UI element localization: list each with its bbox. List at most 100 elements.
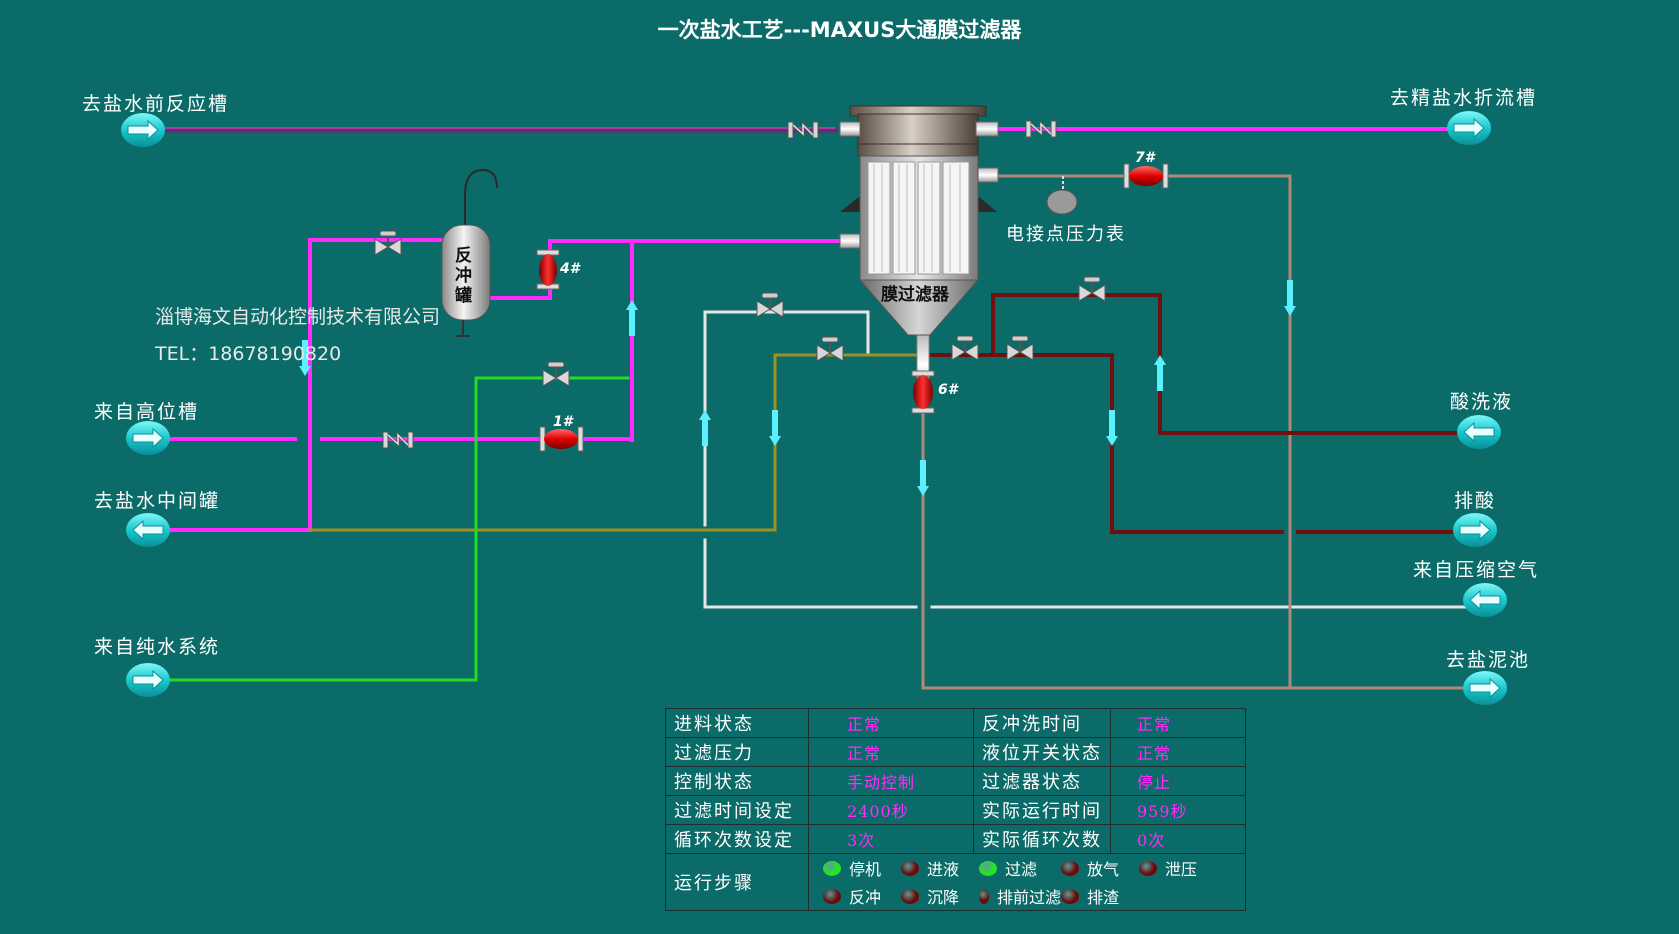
table-row: 循环次数设定 3次 实际循环次数 0次	[665, 824, 1246, 854]
status-value: 停止	[1110, 766, 1246, 796]
status-lamp-icon	[979, 888, 989, 904]
flow-up-icon	[699, 410, 711, 446]
manual-valve-icon[interactable]	[816, 336, 844, 362]
step-indicator: 进液	[901, 856, 979, 880]
status-value: 正常	[1110, 737, 1246, 767]
step-label: 泄压	[1165, 860, 1198, 879]
membrane-filter[interactable]	[839, 105, 999, 336]
manual-valve-icon[interactable]	[1078, 276, 1106, 302]
table-row: 运行步骤 停机 进液 过滤 放气 泄压反冲 沉降 排前过滤 排渣	[665, 853, 1246, 911]
check-valve-icon[interactable]	[382, 430, 414, 450]
backwash-tank-label: 反冲罐	[455, 246, 472, 306]
status-value: 3次	[808, 824, 974, 854]
backwash-tank[interactable]	[441, 168, 498, 337]
auto-valve-6[interactable]	[911, 370, 935, 414]
endpoint-out-acid-drain-icon[interactable]	[1452, 512, 1498, 548]
step-label: 过滤	[1005, 860, 1038, 879]
auto-valve-7[interactable]	[1123, 163, 1169, 189]
valve-tag-7: 7#	[1135, 150, 1155, 166]
label-reaction-tank: 去盐水前反应槽	[82, 93, 230, 115]
step-indicator: 排渣	[1061, 884, 1139, 908]
table-row: 过滤时间设定 2400秒 实际运行时间 959秒	[665, 795, 1246, 825]
pipe-network	[162, 127, 1472, 690]
valve-tag-1: 1#	[553, 414, 573, 430]
step-indicator: 过滤	[979, 856, 1061, 880]
status-label: 进料状态	[665, 708, 809, 738]
step-indicator: 放气	[1061, 856, 1139, 880]
valve-tag-6: 6#	[938, 382, 958, 398]
flow-down-icon	[769, 410, 781, 446]
status-label: 循环次数设定	[665, 824, 809, 854]
status-value: 正常	[1110, 708, 1246, 738]
label-compressed-air: 来自压缩空气	[1413, 559, 1540, 581]
endpoint-in-high-tank-icon[interactable]	[125, 420, 171, 456]
manual-valve-icon[interactable]	[374, 230, 402, 256]
status-value: 959秒	[1110, 795, 1246, 825]
status-table: 进料状态 正常 反冲洗时间 正常 过滤压力 正常 液位开关状态 正常 控制状态 …	[665, 708, 1246, 911]
status-lamp-icon	[1061, 888, 1079, 904]
status-label: 控制状态	[665, 766, 809, 796]
endpoint-out-middle-tank-icon[interactable]	[125, 512, 171, 548]
step-label: 沉降	[927, 888, 960, 907]
status-label: 过滤时间设定	[665, 795, 809, 825]
label-sludge-pool: 去盐泥池	[1446, 649, 1531, 671]
status-value: 2400秒	[808, 795, 974, 825]
status-value: 正常	[808, 737, 974, 767]
status-label: 过滤压力	[665, 737, 809, 767]
flow-down-icon	[1284, 280, 1296, 316]
endpoint-in-acid-wash-icon[interactable]	[1456, 414, 1502, 450]
table-row: 控制状态 手动控制 过滤器状态 停止	[665, 766, 1246, 796]
pressure-gauge[interactable]	[1046, 176, 1078, 215]
run-steps: 停机 进液 过滤 放气 泄压反冲 沉降 排前过滤 排渣	[823, 854, 1237, 910]
endpoint-arrows	[120, 110, 1508, 706]
auto-valve-4[interactable]	[536, 249, 560, 290]
valves	[374, 119, 1169, 452]
step-indicator: 沉降	[901, 884, 979, 908]
endpoint-out-fine-brine-icon[interactable]	[1446, 110, 1492, 146]
step-label: 进液	[927, 860, 960, 879]
label-acid-drain: 排酸	[1454, 490, 1497, 512]
flow-up-icon	[1154, 355, 1166, 391]
step-label: 放气	[1087, 860, 1120, 879]
step-indicator: 反冲	[823, 884, 901, 908]
status-lamp-icon	[901, 888, 919, 904]
status-lamp-icon	[979, 860, 997, 876]
check-valve-icon[interactable]	[787, 120, 819, 140]
label-middle-tank: 去盐水中间罐	[94, 490, 221, 512]
label-fine-brine: 去精盐水折流槽	[1390, 87, 1538, 109]
check-valve-icon[interactable]	[1025, 119, 1057, 139]
step-label: 排渣	[1087, 888, 1120, 907]
manual-valve-icon[interactable]	[542, 361, 570, 387]
filter-label: 膜过滤器	[881, 285, 949, 305]
flow-up-icon	[626, 300, 638, 336]
status-value: 正常	[808, 708, 974, 738]
endpoint-in-pure-water-icon[interactable]	[125, 662, 171, 698]
step-label: 停机	[849, 860, 882, 879]
page-title: 一次盐水工艺---MAXUS大通膜过滤器	[657, 18, 1022, 42]
step-indicator: 停机	[823, 856, 901, 880]
status-lamp-icon	[1061, 860, 1079, 876]
endpoint-out-sludge-pool-icon[interactable]	[1462, 670, 1508, 706]
endpoint-out-reaction-tank-icon[interactable]	[120, 112, 166, 148]
auto-valve-1[interactable]	[539, 426, 584, 452]
status-value: 0次	[1110, 824, 1246, 854]
status-lamp-icon	[823, 860, 841, 876]
table-row: 进料状态 正常 反冲洗时间 正常	[665, 708, 1246, 738]
status-lamp-icon	[1139, 860, 1157, 876]
step-indicator: 泄压	[1139, 856, 1209, 880]
label-pressure-gauge: 电接点压力表	[1006, 224, 1126, 245]
status-lamp-icon	[823, 888, 841, 904]
company-tel: TEL：18678190820	[155, 343, 342, 365]
status-label: 反冲洗时间	[973, 708, 1111, 738]
label-pure-water: 来自纯水系统	[94, 636, 221, 658]
company-name: 淄博海文自动化控制技术有限公司	[155, 306, 441, 328]
status-label: 液位开关状态	[973, 737, 1111, 767]
label-high-tank: 来自高位槽	[94, 401, 200, 423]
step-label: 反冲	[849, 888, 882, 907]
endpoint-in-compressed-air-icon[interactable]	[1462, 582, 1508, 618]
step-label: 排前过滤	[996, 888, 1061, 907]
table-row: 过滤压力 正常 液位开关状态 正常	[665, 737, 1246, 767]
steps-label: 运行步骤	[665, 853, 809, 911]
